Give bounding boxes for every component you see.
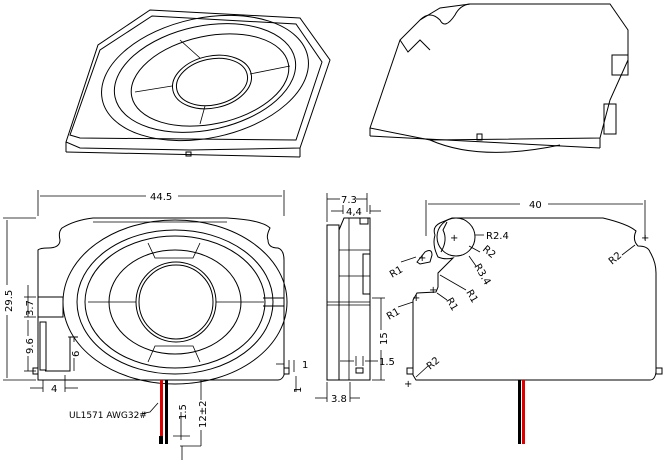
r1-label-lower-left: R1 — [385, 306, 402, 322]
r2-label-top-right: R2 — [607, 250, 624, 267]
r3-4-label: R3.4 — [471, 262, 492, 287]
black-wire — [165, 380, 168, 444]
r2-label-bottom-left: R2 — [425, 355, 442, 372]
back-wires — [518, 380, 525, 444]
back-dimensions: 40 R2.4 R2 R3.4 R1 R1 R1 R1 R2 R2 + + + … — [385, 200, 649, 390]
center-mark: + — [412, 293, 420, 304]
width-dimension: 44.5 — [150, 192, 172, 203]
red-wire-back — [522, 380, 525, 444]
center-mark: + — [450, 233, 458, 244]
red-wire — [160, 380, 163, 444]
r1-label-upper-left: R1 — [388, 264, 405, 280]
side-view — [326, 217, 371, 381]
height-dimension: 29.5 — [4, 290, 15, 312]
depth-4-4: 4,4 — [346, 207, 362, 218]
wire-strip-dimension: 1.5 — [178, 404, 189, 420]
dim-6: 6 — [71, 351, 82, 357]
tab-1-5: 1.5 — [379, 357, 395, 368]
front-view — [32, 217, 290, 385]
r2-label: R2 — [480, 244, 497, 261]
depth-7-3: 7.3 — [341, 195, 357, 206]
dim-3-7: 3.7 — [25, 300, 36, 316]
center-mark: + — [418, 253, 426, 264]
front-wires — [159, 380, 168, 444]
dim-9-6: 9.6 — [25, 338, 36, 354]
back-view — [406, 217, 663, 381]
r1-label-right: R1 — [463, 288, 479, 305]
center-mark: + — [641, 233, 649, 244]
dim-4: 4 — [51, 384, 57, 395]
black-wire-back — [518, 380, 521, 444]
dim-1-bottom: 1 — [293, 387, 304, 393]
height-15: 15 — [379, 332, 390, 345]
side-dimensions: 7.3 4,4 3.8 15 1.5 — [315, 193, 395, 405]
r2-4-label: R2.4 — [486, 231, 509, 242]
isometric-back-view — [369, 3, 629, 153]
base-3-8: 3.8 — [331, 394, 347, 405]
wire-length-dimension: 12±2 — [198, 401, 209, 428]
isometric-front-view — [65, 9, 331, 158]
wire-label: UL1571 AWG32# — [69, 411, 147, 421]
width-40: 40 — [529, 200, 542, 211]
center-mark: + — [429, 285, 437, 296]
center-mark: + — [404, 379, 412, 390]
dim-1-right: 1 — [302, 360, 308, 371]
r1-label-lower: R1 — [443, 296, 459, 313]
front-dimensions: 44.5 29.5 3.7 9.6 6 4 1 1 UL1571 AWG32# — [3, 190, 308, 460]
